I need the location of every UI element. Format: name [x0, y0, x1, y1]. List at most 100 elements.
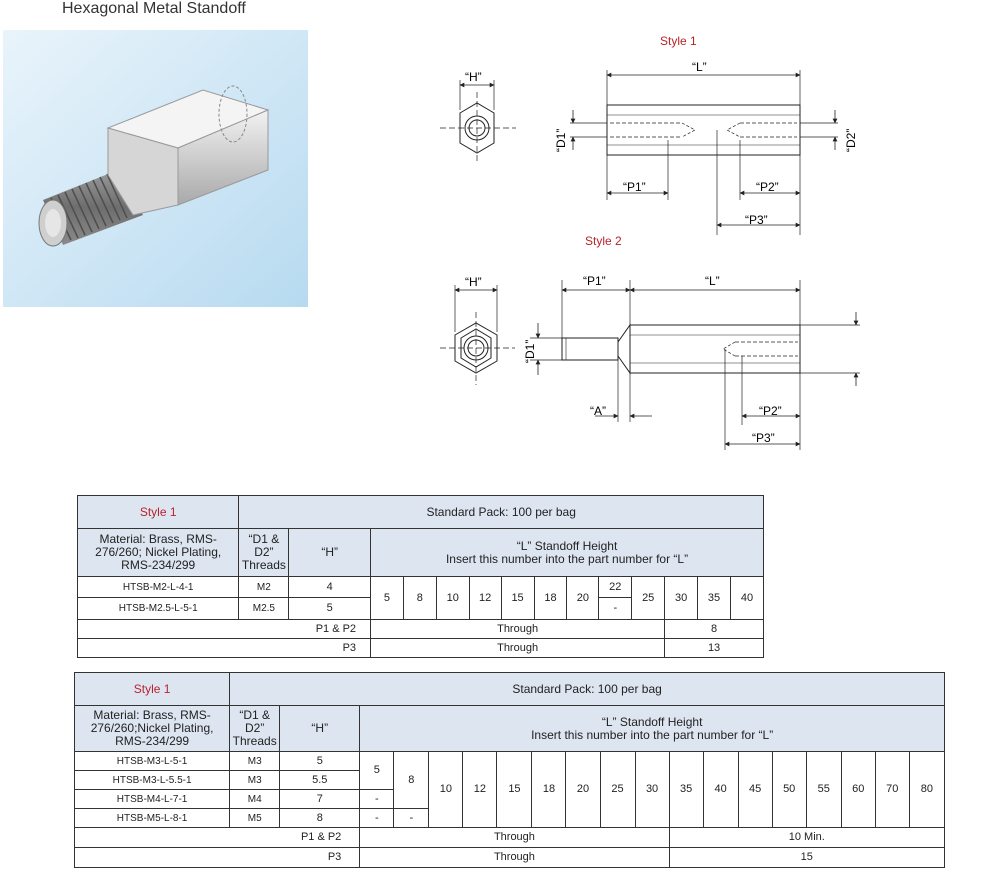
- part-number: HTSB-M5-L-8-1: [73, 808, 231, 828]
- length-value: 70: [874, 751, 910, 828]
- p3-value: 15: [668, 847, 946, 868]
- length-value: 35: [697, 576, 731, 620]
- style-cell: Style 1: [76, 495, 240, 529]
- length-value: 40: [702, 751, 739, 828]
- length-value: 5: [359, 751, 395, 790]
- style2-dim-d1: “D1”: [523, 340, 537, 363]
- table-row: HTSB-M3-L-5.5-1 M3 5.5: [73, 770, 945, 790]
- l-header: “L” Standoff Height Insert this number i…: [359, 705, 945, 752]
- table-row: P1 & P2 Through 10 Min.: [73, 827, 946, 848]
- l-header-note: Insert this number into the part number …: [531, 727, 774, 742]
- style2-side-view: [530, 280, 860, 450]
- l-header-note: Insert this number into the part number …: [445, 551, 689, 566]
- length-value: 35: [668, 751, 704, 828]
- h-header: “H”: [279, 705, 361, 752]
- l-header-title: “L” Standoff Height: [516, 538, 618, 553]
- spec-table-1: Style 1 Standard Pack: 100 per bag Mater…: [76, 495, 765, 658]
- h-header: “H”: [288, 528, 372, 577]
- length-value: 30: [634, 751, 670, 828]
- thread: M5: [229, 808, 281, 828]
- style2-dim-h: “H”: [465, 275, 482, 289]
- length-value: 55: [805, 751, 842, 828]
- style1-dim-l: “L”: [692, 60, 707, 74]
- h-value: 8: [279, 808, 361, 828]
- style-cell: Style 1: [73, 672, 231, 706]
- table-row: P1 & P2 Through 8: [76, 619, 764, 639]
- hex-body: [106, 85, 270, 216]
- p12-through: Through: [370, 619, 666, 639]
- style1-label: Style 1: [660, 34, 697, 48]
- length-value: 25: [631, 576, 666, 620]
- length-value: 50: [771, 751, 807, 828]
- length-value: 10: [428, 751, 464, 828]
- p12-value: 10 Min.: [668, 827, 946, 848]
- style1-dim-p3: “P3”: [745, 213, 768, 227]
- material-cell: Material: Brass, RMS-276/260;Nickel Plat…: [73, 705, 231, 752]
- length-value: 12: [468, 576, 502, 620]
- pack-cell: Standard Pack: 100 per bag: [238, 495, 764, 529]
- length-value: 60: [840, 751, 876, 828]
- h-value: 5: [279, 751, 361, 771]
- page-title: Hexagonal Metal Standoff: [62, 0, 246, 17]
- not-available: -: [598, 597, 633, 620]
- style1-dim-d1: “D1”: [554, 129, 568, 152]
- table-row: HTSB-M4-L-7-1 M4 7 -: [73, 789, 945, 809]
- thread: M3: [229, 770, 281, 790]
- length-value: 18: [531, 751, 567, 828]
- style2-dim-l: “L”: [705, 274, 720, 288]
- style2-dim-p1: “P1”: [583, 274, 606, 288]
- thread: M3: [229, 751, 281, 771]
- thread: M4: [229, 789, 281, 809]
- length-value: 20: [565, 751, 601, 828]
- length-value: 20: [566, 576, 600, 620]
- part-number: HTSB-M3-L-5.5-1: [73, 770, 231, 790]
- threads-header: “D1 & D2” Threads: [238, 528, 290, 577]
- length-value: 18: [533, 576, 568, 620]
- thread: M2.5: [238, 597, 290, 620]
- not-available: -: [359, 789, 395, 809]
- part-number: HTSB-M2.5-L-5-1: [76, 597, 240, 620]
- h-value: 4: [288, 576, 372, 598]
- thread: M2: [238, 576, 290, 598]
- threads-header: “D1 & D2” Threads: [229, 705, 281, 752]
- style1-dim-d2: “D2”: [844, 129, 858, 152]
- table-row: P3 Through 15: [73, 847, 946, 868]
- length-value: 15: [496, 751, 533, 828]
- length-value: 25: [599, 751, 636, 828]
- standoff-photo: [3, 30, 308, 307]
- length-value: 40: [729, 576, 765, 620]
- p12-value: 8: [664, 619, 764, 639]
- p12-label: P1 & P2: [76, 619, 372, 639]
- length-value: 8: [402, 576, 437, 620]
- h-value: 5: [288, 597, 372, 620]
- style1-side-view: [570, 70, 838, 235]
- technical-drawing: Style 1 Style 2 “H”: [440, 34, 860, 450]
- length-value: 45: [737, 751, 773, 828]
- h-value: 7: [279, 789, 361, 809]
- p3-label: P3: [73, 847, 361, 868]
- p12-label: P1 & P2: [73, 827, 361, 848]
- style2-dim-p2: “P2”: [759, 404, 782, 418]
- length-value: 30: [664, 576, 699, 620]
- length-value: 10: [435, 576, 470, 620]
- style2-dim-a: “A”: [590, 404, 606, 418]
- l-header-title: “L” Standoff Height: [601, 714, 703, 729]
- spec-table-2: Style 1 Standard Pack: 100 per bag Mater…: [73, 672, 946, 868]
- part-number: HTSB-M2-L-4-1: [76, 576, 240, 598]
- p3-through: Through: [359, 847, 670, 868]
- not-available: -: [359, 808, 395, 828]
- style2-label: Style 2: [585, 234, 622, 248]
- length-value: 15: [500, 576, 535, 620]
- pack-cell: Standard Pack: 100 per bag: [229, 672, 945, 706]
- length-value: 8: [393, 751, 430, 809]
- table-row: HTSB-M3-L-5-1 M3 5 5 8 10 12 15 18 20 25…: [73, 751, 946, 828]
- table-row: HTSB-M2-L-4-1 M2 4 5 8 10 12 15 18 20 22…: [76, 576, 765, 620]
- style1-dim-h: “H”: [465, 70, 482, 84]
- part-number: HTSB-M4-L-7-1: [73, 789, 231, 809]
- p12-through: Through: [359, 827, 670, 848]
- p3-through: Through: [370, 638, 666, 658]
- style1-end-view: [440, 80, 516, 164]
- part-number: HTSB-M3-L-5-1: [73, 751, 231, 771]
- style2-dim-p3: “P3”: [752, 431, 775, 445]
- p3-value: 13: [664, 638, 764, 658]
